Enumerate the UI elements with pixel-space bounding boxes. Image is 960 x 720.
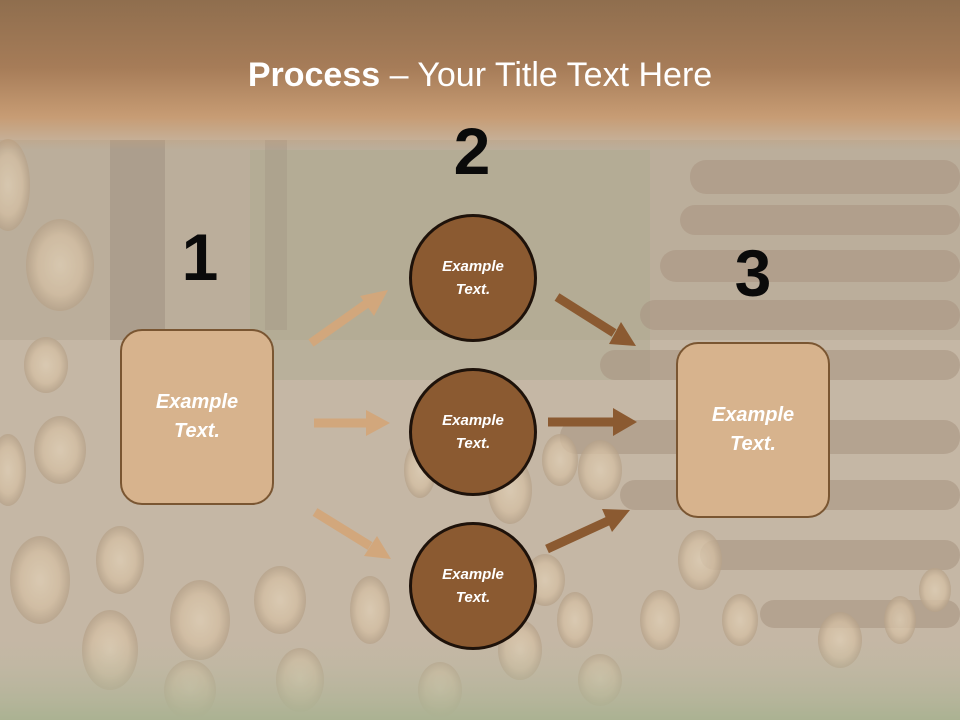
arrow-left-middle (314, 410, 390, 436)
left-box: Example Text. (120, 329, 274, 505)
title-strong: Process (247, 56, 381, 94)
step-number-1: 1 (181, 220, 219, 294)
title-rest: – Your Title Text Here (380, 56, 713, 94)
arrow-left-upper (308, 290, 388, 347)
step-number-3: 3 (734, 236, 772, 310)
right-box-text: Example Text. (711, 404, 795, 455)
slide-title: Process – Your Title Text Here (0, 54, 960, 96)
left-box-text: Example Text. (155, 391, 239, 442)
arrow-right-middle (548, 408, 637, 436)
circle-bottom-text: Example Text. (442, 566, 504, 606)
arrow-right-upper (554, 293, 636, 346)
right-box: Example Text. (676, 342, 830, 518)
step-number-2: 2 (453, 114, 491, 188)
circle-top-text: Example Text. (442, 258, 504, 298)
circle-top: Example Text. (409, 214, 537, 342)
arrow-left-lower (312, 508, 391, 559)
circle-middle-text: Example Text. (442, 412, 504, 452)
circle-bottom: Example Text. (409, 522, 537, 650)
title-band (0, 0, 960, 150)
circle-middle: Example Text. (409, 368, 537, 496)
arrow-right-lower (545, 509, 630, 554)
